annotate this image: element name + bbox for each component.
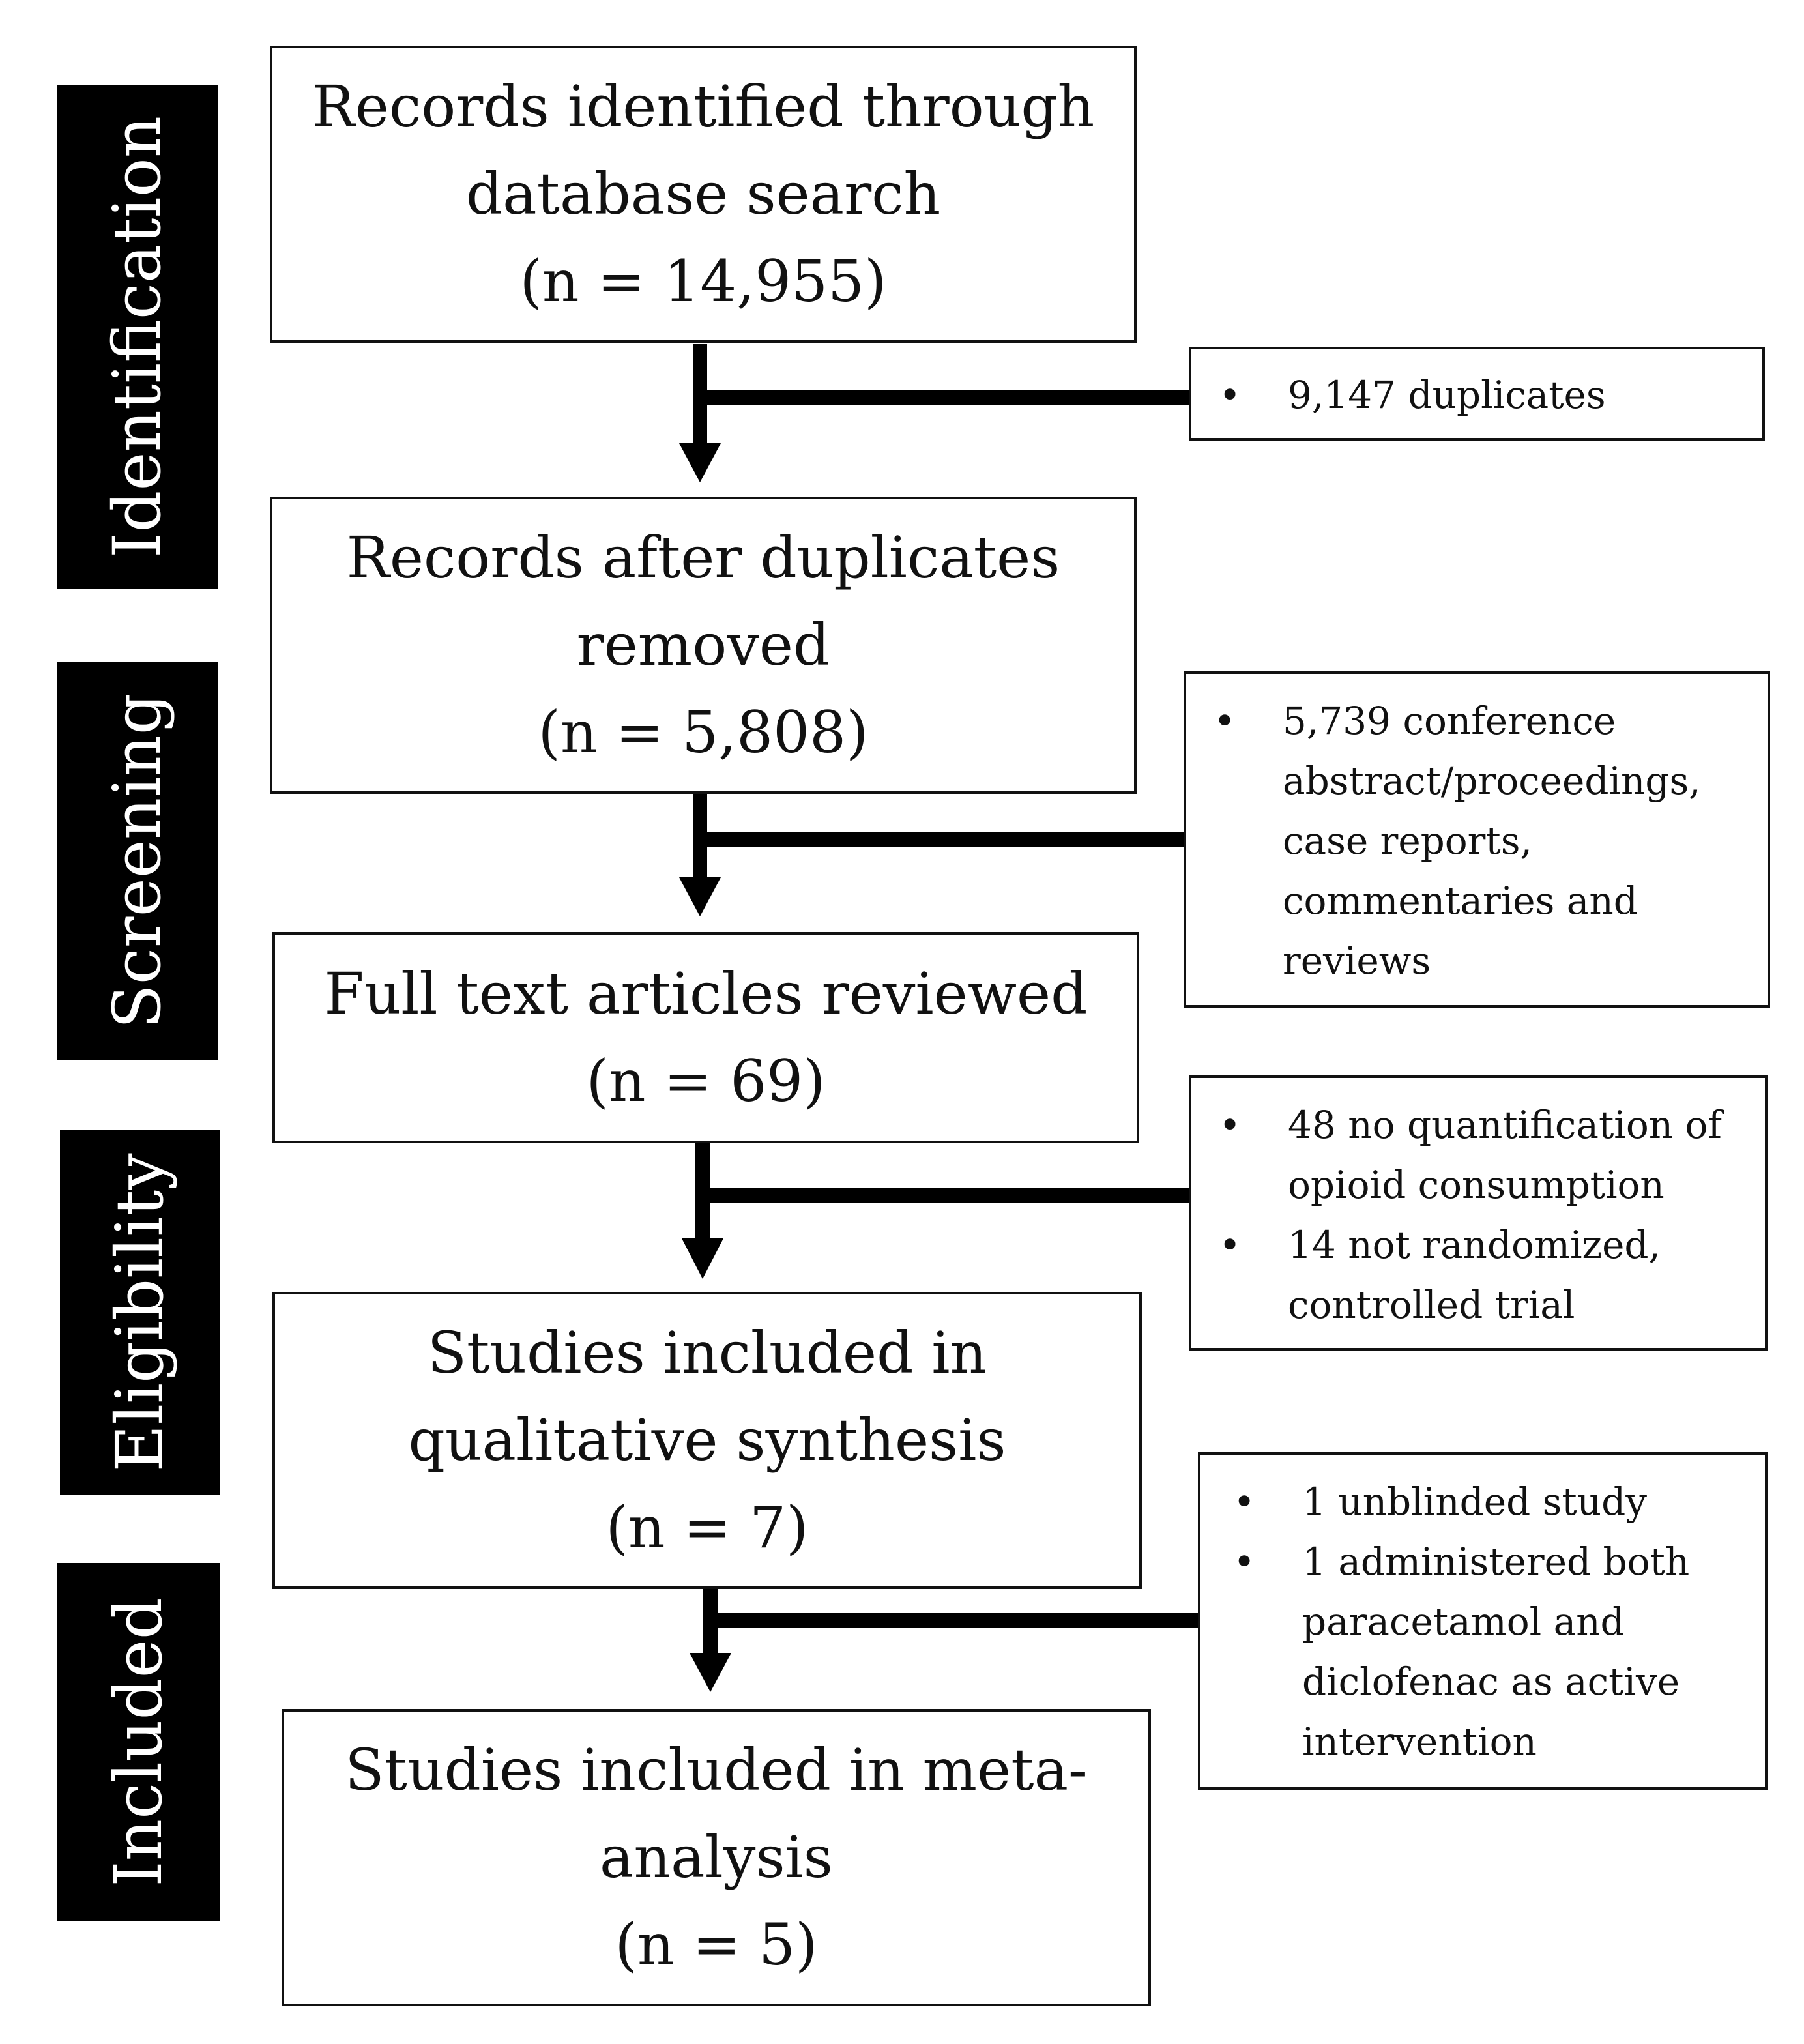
exclusion-line: controlled trial — [1288, 1283, 1575, 1327]
exclusion-line: intervention — [1302, 1719, 1537, 1764]
stage-identification-label: Identification — [99, 115, 175, 559]
exclusion-item: 14 not randomized, controlled trial — [1214, 1215, 1752, 1335]
stage-identification: Identification — [57, 85, 218, 589]
included-excluded-box: 1 unblinded study 1 administered both pa… — [1198, 1452, 1768, 1790]
exclusion-line: 5,739 conference — [1283, 699, 1616, 743]
exclusion-item: 5,739 conference abstract/proceedings, c… — [1208, 691, 1754, 991]
box-line: Studies included in — [427, 1319, 987, 1386]
screening-excluded-box: 5,739 conference abstract/proceedings, c… — [1184, 671, 1770, 1008]
exclusion-line: commentaries and — [1283, 879, 1638, 923]
box-line: (n = 14,955) — [519, 248, 887, 315]
box-line: (n = 5) — [615, 1911, 818, 1978]
exclusion-line: 1 administered both — [1302, 1540, 1690, 1584]
records-identified-box: Records identified through database sear… — [270, 46, 1137, 343]
exclusion-line: 1 unblinded study — [1302, 1480, 1647, 1524]
exclusion-line: opioid consumption — [1288, 1163, 1665, 1207]
exclusion-item: 9,147 duplicates — [1214, 365, 1749, 425]
exclusion-item: 1 unblinded study — [1228, 1472, 1752, 1532]
exclusion-line: abstract/proceedings, — [1283, 759, 1701, 803]
exclusion-line: 48 no quantification of — [1288, 1103, 1722, 1147]
exclusion-item: 48 no quantification of opioid consumpti… — [1214, 1095, 1752, 1215]
exclusion-line: reviews — [1283, 939, 1431, 983]
box-line: qualitative synthesis — [408, 1407, 1006, 1474]
arrow-head-2 — [679, 877, 721, 916]
arrow-head-1 — [679, 443, 721, 482]
records-after-duplicates-box: Records after duplicates removed (n = 5,… — [270, 497, 1137, 794]
exclusion-line: case reports, — [1283, 819, 1532, 863]
stage-included-label: Included — [100, 1598, 177, 1887]
box-line: Records identified through — [312, 73, 1095, 140]
arrow-head-4 — [690, 1653, 731, 1692]
exclusion-item: 1 administered both paracetamol and dicl… — [1228, 1532, 1752, 1772]
box-line: (n = 69) — [586, 1047, 826, 1115]
exclusion-line: diclofenac as active — [1302, 1659, 1680, 1704]
stage-screening-label: Screening — [99, 693, 175, 1029]
box-line: (n = 5,808) — [538, 699, 869, 766]
qualitative-synthesis-box: Studies included in qualitative synthesi… — [272, 1292, 1142, 1589]
box-line: Full text articles reviewed — [324, 960, 1088, 1027]
stage-screening: Screening — [57, 662, 218, 1060]
box-line: analysis — [600, 1824, 833, 1891]
box-line: Studies included in meta- — [345, 1736, 1088, 1803]
box-line: (n = 7) — [605, 1494, 809, 1561]
duplicates-excluded-box: 9,147 duplicates — [1189, 347, 1765, 441]
exclusion-line: paracetamol and — [1302, 1599, 1625, 1644]
exclusion-line: 14 not randomized, — [1288, 1223, 1661, 1267]
stage-eligibility: Eligibility — [60, 1130, 220, 1495]
box-line: Records after duplicates — [346, 524, 1060, 591]
eligibility-excluded-box: 48 no quantification of opioid consumpti… — [1189, 1075, 1768, 1350]
meta-analysis-box: Studies included in meta- analysis (n = … — [282, 1709, 1151, 2006]
stage-included: Included — [57, 1563, 220, 1921]
full-text-reviewed-box: Full text articles reviewed (n = 69) — [272, 932, 1139, 1143]
exclusion-line: 9,147 duplicates — [1288, 373, 1606, 417]
arrow-head-3 — [682, 1238, 723, 1279]
stage-eligibility-label: Eligibility — [102, 1153, 178, 1472]
box-line: database search — [465, 160, 941, 227]
box-line: removed — [576, 611, 830, 679]
